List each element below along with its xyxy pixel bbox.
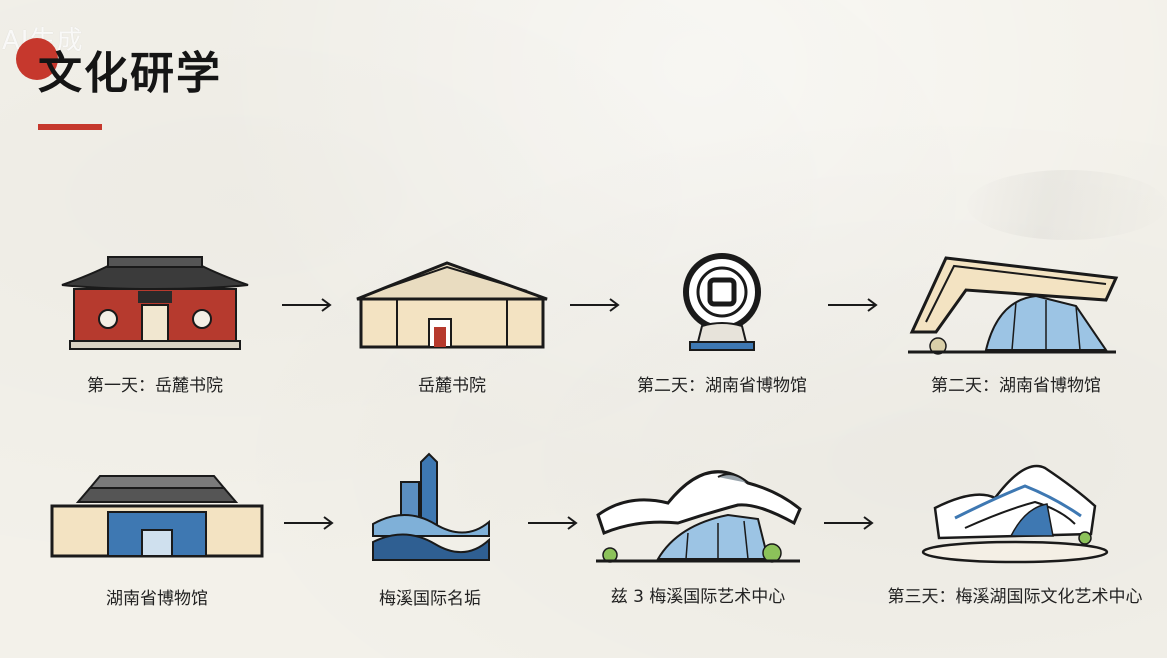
page-title: 文化研学: [38, 48, 222, 99]
itinerary-item-6: 梅溪国际名垢: [320, 452, 540, 609]
arrow-right-icon: [828, 298, 878, 312]
arrow-right-icon: [282, 298, 332, 312]
yuelu-academy-gate-icon: [61, 256, 249, 350]
itinerary-item-7: 兹 3 梅溪国际艺术中心: [588, 463, 808, 607]
itinerary-item-2: 岳麓书院: [342, 255, 562, 405]
itinerary-item-4: 第二天：湖南省博物馆: [906, 250, 1126, 405]
academy-hall-icon: [356, 261, 548, 349]
arrow-right-icon: [284, 516, 334, 530]
itinerary-item-1: 第一天：岳麓书院: [45, 255, 265, 405]
museum-coin-emblem-icon: [683, 253, 761, 351]
item-label: 第一天：岳麓书院: [87, 376, 223, 396]
item-label: 湖南省博物馆: [106, 589, 208, 609]
item-label: 兹 3 梅溪国际艺术中心: [610, 587, 786, 607]
red-seal-dot: [16, 38, 58, 80]
meixi-lake-tower-icon: [372, 452, 490, 561]
itinerary-item-5: 湖南省博物馆: [47, 470, 267, 609]
arrow-right-icon: [570, 298, 620, 312]
itinerary-item-3: 第二天：湖南省博物馆: [612, 250, 832, 405]
culture-art-center-icon: [921, 464, 1109, 564]
item-label: 第二天：湖南省博物馆: [637, 376, 807, 396]
museum-modern-building-icon: [908, 256, 1119, 355]
item-label: 第二天：湖南省博物馆: [931, 376, 1101, 396]
arrow-right-icon: [824, 516, 874, 530]
title-underline: [38, 124, 102, 130]
art-center-wave-roof-icon: [596, 470, 802, 563]
museum-facade-icon: [50, 475, 264, 558]
item-label: 第三天：梅溪湖国际文化艺术中心: [887, 587, 1143, 607]
item-label: 岳麓书院: [418, 376, 486, 396]
itinerary-item-8: 第三天：梅溪湖国际文化艺术中心: [880, 458, 1150, 607]
arrow-right-icon: [528, 516, 578, 530]
ink-brush-stroke: [967, 170, 1167, 240]
item-label: 梅溪国际名垢: [379, 589, 481, 609]
